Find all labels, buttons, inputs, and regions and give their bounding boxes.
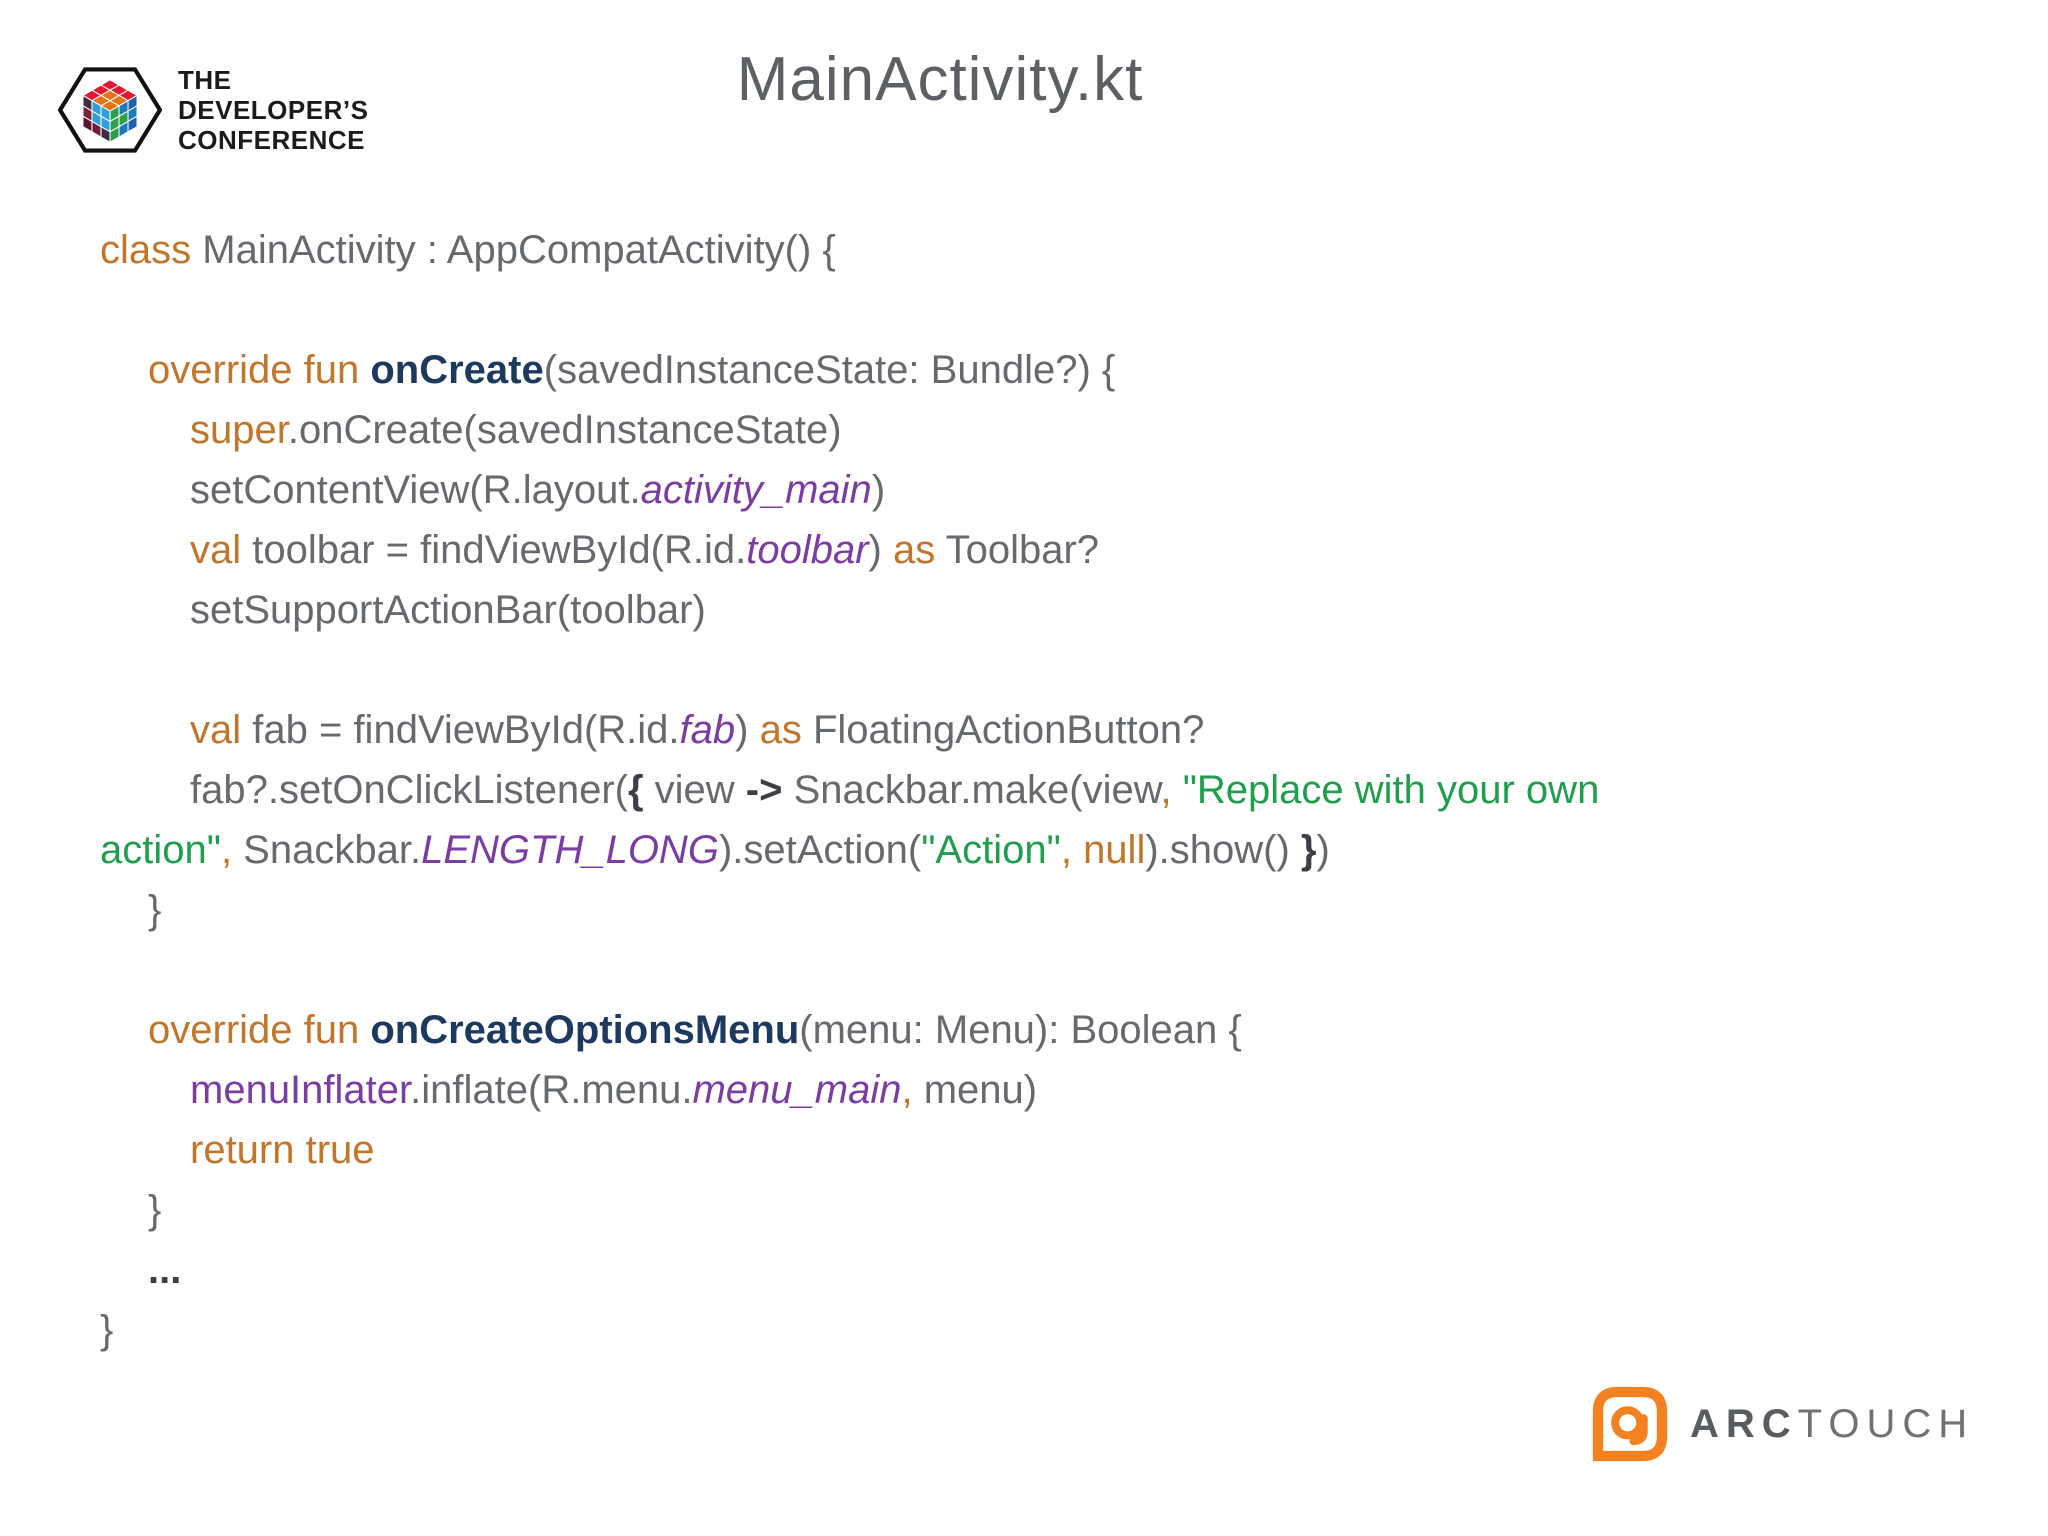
code-token-str: "Replace with your own — [1182, 768, 1600, 812]
arctouch-word-arc: ARC — [1690, 1401, 1798, 1446]
code-line: } — [100, 1180, 2000, 1240]
code-token-code: Snackbar. — [232, 828, 422, 872]
code-token-code: setSupportActionBar(toolbar) — [190, 588, 706, 632]
code-token-field: LENGTH_LONG — [421, 828, 719, 872]
code-token-kw: super — [190, 408, 288, 452]
tdc-hexagon-cube-icon — [58, 67, 162, 153]
code-token-code: ) — [735, 708, 760, 752]
code-token-code — [359, 348, 370, 392]
code-line: super.onCreate(savedInstanceState) — [100, 400, 2000, 460]
code-token-code: (savedInstanceState: Bundle?) { — [543, 348, 1116, 392]
code-line: } — [100, 880, 2000, 940]
code-line — [100, 640, 2000, 700]
code-line — [100, 940, 2000, 1000]
code-token-code: ) — [871, 468, 886, 512]
code-token-code — [1172, 768, 1183, 812]
code-token-kw: as — [892, 528, 936, 572]
code-token-code: ) — [868, 528, 893, 572]
code-token-code: fab = findViewById(R.id. — [241, 708, 680, 752]
code-token-code: fab?.setOnClickListener( — [190, 768, 628, 812]
code-line: class MainActivity : AppCompatActivity()… — [100, 220, 2000, 280]
code-token-code: (menu: Menu): Boolean { — [799, 1008, 1242, 1052]
page-title: MainActivity.kt — [736, 45, 1144, 114]
code-line: val fab = findViewById(R.id.fab) as Floa… — [100, 700, 2000, 760]
code-token-code — [359, 1008, 370, 1052]
code-token-kw: , — [1160, 768, 1172, 812]
code-token-code: } — [148, 888, 162, 932]
code-token-kw: val — [190, 528, 242, 572]
code-token-code: .inflate(R.menu. — [410, 1068, 693, 1112]
code-token-kw: override fun — [148, 1008, 360, 1052]
code-token-prop: menuInflater — [190, 1068, 411, 1112]
code-token-brace: } — [1300, 828, 1317, 872]
code-line: menuInflater.inflate(R.menu.menu_main, m… — [100, 1060, 2000, 1120]
tdc-conference-logo: THE DEVELOPER’S CONFERENCE — [58, 62, 368, 158]
tdc-logo-text: THE DEVELOPER’S CONFERENCE — [178, 65, 368, 155]
code-token-code: } — [100, 1308, 114, 1352]
code-token-fn: onCreateOptionsMenu — [370, 1008, 800, 1052]
code-line: } — [100, 1300, 2000, 1360]
code-token-code: menu) — [912, 1068, 1038, 1112]
arctouch-word-touch: TOUCH — [1797, 1401, 1975, 1446]
arctouch-logo: ARCTOUCH — [1590, 1384, 1974, 1464]
code-token-kw: class — [100, 228, 192, 272]
code-token-fn: onCreate — [370, 348, 544, 392]
tdc-logo-line2: DEVELOPER’S — [178, 95, 369, 125]
code-block: class MainActivity : AppCompatActivity()… — [100, 220, 2000, 1360]
code-line: override fun onCreateOptionsMenu(menu: M… — [100, 1000, 2000, 1060]
code-token-code: .onCreate(savedInstanceState) — [287, 408, 842, 452]
code-token-code: ).show() — [1145, 828, 1301, 872]
code-token-kw: override fun — [148, 348, 360, 392]
code-line: action", Snackbar.LENGTH_LONG).setAction… — [100, 820, 2000, 880]
code-token-str: "Action" — [921, 828, 1061, 872]
code-token-kw: , — [901, 1068, 913, 1112]
code-line: ... — [100, 1240, 2000, 1300]
code-token-code: setContentView(R.layout. — [190, 468, 641, 512]
code-token-code: Toolbar? — [935, 528, 1100, 572]
cube-tile — [100, 125, 111, 144]
code-token-code: Snackbar.make(view — [782, 768, 1161, 812]
code-token-code: ).setAction( — [718, 828, 922, 872]
code-token-kw: as — [759, 708, 802, 752]
code-line: return true — [100, 1120, 2000, 1180]
code-token-field: fab — [679, 708, 736, 752]
code-token-str: action" — [100, 828, 221, 872]
arctouch-mark-icon — [1592, 1386, 1668, 1462]
code-line — [100, 280, 2000, 340]
code-token-kw: null — [1083, 828, 1146, 872]
code-token-field: menu_main — [692, 1068, 902, 1112]
code-line: val toolbar = findViewById(R.id.toolbar)… — [100, 520, 2000, 580]
code-line: fab?.setOnClickListener({ view -> Snackb… — [100, 760, 2000, 820]
tdc-logo-line1: THE — [178, 65, 232, 95]
code-token-brace: -> — [745, 768, 783, 812]
code-token-kw: val — [190, 708, 242, 752]
arctouch-wordmark: ARCTOUCH — [1690, 1402, 1974, 1447]
code-line: override fun onCreate(savedInstanceState… — [100, 340, 2000, 400]
code-line: setContentView(R.layout.activity_main) — [100, 460, 2000, 520]
code-token-code — [1072, 828, 1083, 872]
code-token-code: toolbar = findViewById(R.id. — [241, 528, 747, 572]
code-line: setSupportActionBar(toolbar) — [100, 580, 2000, 640]
code-token-kw: return true — [190, 1128, 375, 1172]
code-token-code: MainActivity : AppCompatActivity() { — [191, 228, 836, 272]
code-token-code: } — [148, 1188, 162, 1232]
code-token-kw: , — [220, 828, 233, 872]
code-token-code: view — [643, 768, 746, 812]
code-token-field: activity_main — [640, 468, 872, 512]
cube-tile — [127, 115, 138, 133]
code-token-brace: ... — [148, 1248, 182, 1292]
code-token-brace: { — [627, 768, 644, 812]
code-token-kw: , — [1060, 828, 1072, 872]
code-token-code: FloatingActionButton? — [801, 708, 1205, 752]
code-token-field: toolbar — [746, 528, 869, 572]
code-token-code: ) — [1316, 828, 1330, 872]
tdc-logo-line3: CONFERENCE — [178, 125, 366, 155]
